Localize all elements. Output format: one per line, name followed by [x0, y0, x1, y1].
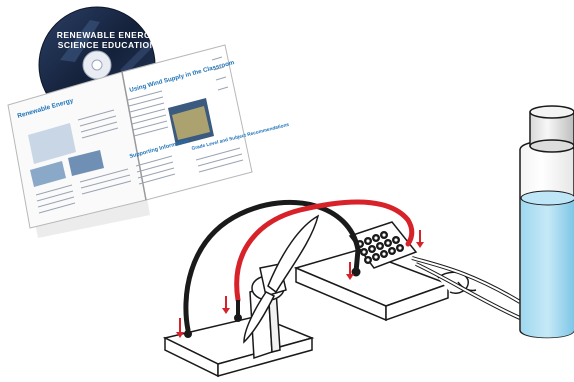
terminal-red: [234, 314, 242, 322]
cd-title-line2: SCIENCE EDUCATION: [58, 40, 157, 50]
terminal-black: [184, 330, 192, 338]
cd-title-line1: RENEWABLE ENERGY: [57, 30, 158, 40]
current-arrow-center: [222, 296, 230, 314]
water-bottle: [520, 106, 574, 338]
current-arrow-top: [416, 230, 424, 248]
